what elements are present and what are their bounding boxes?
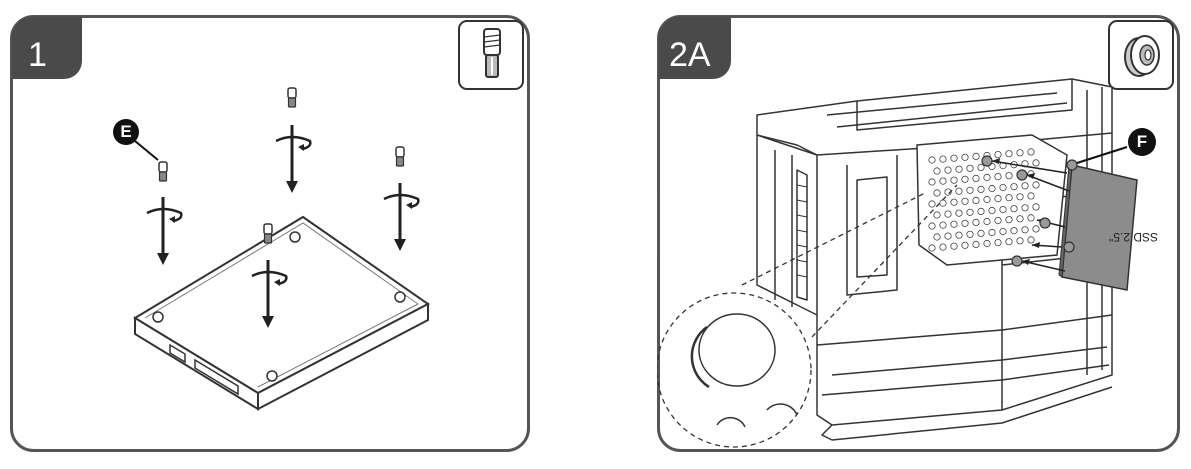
cage-vent-hole	[961, 153, 969, 161]
cage-vent-hole	[944, 188, 952, 196]
cage-vent-hole	[955, 165, 963, 173]
cage-vent-hole	[1032, 159, 1040, 167]
cage-vent-hole	[1005, 172, 1013, 180]
cage-vent-hole	[994, 217, 1002, 225]
cage-vent-hole	[944, 166, 952, 174]
cage-vent-hole	[983, 195, 991, 204]
cage-vent-hole	[961, 219, 969, 227]
cage-vent-hole	[977, 163, 985, 171]
cage-vent-hole	[928, 178, 936, 186]
cage-vent-hole	[966, 186, 974, 194]
cage-vent-hole	[972, 240, 980, 248]
cage-vent-hole	[977, 185, 985, 193]
cage-vent-hole	[955, 187, 963, 195]
cage-vent-hole	[928, 222, 936, 230]
cage-vent-hole	[1027, 192, 1035, 200]
cage-vent-hole	[994, 195, 1002, 203]
cage-vent-hole	[972, 152, 980, 160]
cage-vent-hole	[1027, 148, 1035, 156]
cage-vent-hole	[1010, 183, 1018, 191]
cage-vent-hole	[1016, 193, 1024, 201]
cage-vent-hole	[972, 218, 980, 226]
rubber-grommet-icon	[1124, 35, 1160, 77]
cage-vent-hole	[939, 243, 947, 251]
cage-vent-hole	[983, 217, 991, 226]
cage-vent-hole	[1010, 227, 1018, 235]
standoff-install-arrows	[113, 87, 420, 330]
cage-vent-hole	[950, 176, 958, 184]
cage-vent-hole	[1021, 226, 1029, 234]
standoff-3	[395, 146, 405, 167]
cage-vent-hole	[961, 175, 969, 183]
cage-vent-hole	[983, 173, 991, 182]
cage-vent-hole	[1005, 194, 1013, 202]
cage-vent-hole	[1021, 204, 1029, 212]
cage-vent-hole	[933, 167, 941, 175]
cage-vent-hole	[1027, 236, 1035, 244]
cage-vent-hole	[977, 229, 985, 237]
callout-f: F	[1136, 132, 1148, 151]
cage-vent-hole	[1005, 216, 1013, 224]
ssd-label-text: SSD 2.5"	[1109, 230, 1158, 244]
cage-vent-hole	[950, 198, 958, 206]
cage-vent-hole	[928, 200, 936, 208]
cage-vent-hole	[994, 173, 1002, 181]
cage-vent-hole	[950, 220, 958, 228]
cage-vent-hole	[933, 189, 941, 197]
cage-vent-hole	[1032, 181, 1040, 189]
step-1-number: 1	[28, 36, 47, 74]
cage-vent-hole	[939, 177, 947, 185]
cage-vent-hole	[966, 164, 974, 172]
cage-vent-hole	[939, 199, 947, 207]
cage-vent-hole	[950, 242, 958, 250]
standoff-screw-icon	[483, 28, 501, 78]
cage-vent-hole	[1005, 238, 1013, 246]
cage-vent-hole	[1016, 149, 1024, 157]
pc-case-illustration	[657, 78, 1156, 448]
cage-vent-hole	[944, 232, 952, 240]
cage-vent-hole	[955, 209, 963, 217]
cage-vent-hole	[928, 156, 936, 164]
standoff-4	[263, 223, 273, 244]
cage-vent-hole	[966, 230, 974, 238]
cage-vent-hole	[928, 244, 936, 252]
cage-vent-hole	[944, 210, 952, 218]
cage-vent-hole	[961, 241, 969, 249]
cage-vent-hole	[933, 211, 941, 219]
cage-vent-hole	[933, 233, 941, 241]
step-2a-panel: 2A	[657, 15, 1180, 452]
cage-vent-hole	[988, 206, 996, 215]
cage-vent-hole	[950, 154, 958, 162]
cage-vent-hole	[988, 228, 996, 237]
step-1-panel: 1	[10, 15, 530, 452]
cage-vent-hole	[1032, 225, 1040, 233]
cage-vent-hole	[977, 207, 985, 215]
callout-e: E	[120, 122, 132, 141]
cage-vent-hole	[994, 151, 1002, 159]
cage-vent-hole	[1021, 182, 1029, 190]
cage-vent-hole	[988, 184, 996, 193]
cage-vent-hole	[983, 239, 991, 248]
cage-vent-hole	[1032, 203, 1040, 211]
cage-vent-hole	[961, 197, 969, 205]
cage-vent-hole	[972, 174, 980, 182]
cage-vent-hole	[1010, 205, 1018, 213]
standoff-2	[287, 87, 297, 108]
cage-vent-hole	[1027, 214, 1035, 222]
step-2a-number: 2A	[669, 36, 711, 74]
cage-vent-hole	[939, 221, 947, 229]
cage-vent-hole	[1016, 215, 1024, 223]
standoff-1	[158, 161, 168, 182]
cage-vent-hole	[955, 231, 963, 239]
cage-vent-hole	[939, 155, 947, 163]
cage-vent-hole	[1016, 237, 1024, 245]
cage-vent-hole	[1005, 150, 1013, 158]
ssd-drive-illustration	[133, 215, 430, 411]
cage-vent-hole	[999, 206, 1007, 214]
cage-vent-hole	[999, 184, 1007, 192]
cage-vent-hole	[999, 228, 1007, 236]
cage-vent-hole	[966, 208, 974, 216]
cage-vent-hole	[972, 196, 980, 204]
cage-vent-hole	[994, 239, 1002, 247]
